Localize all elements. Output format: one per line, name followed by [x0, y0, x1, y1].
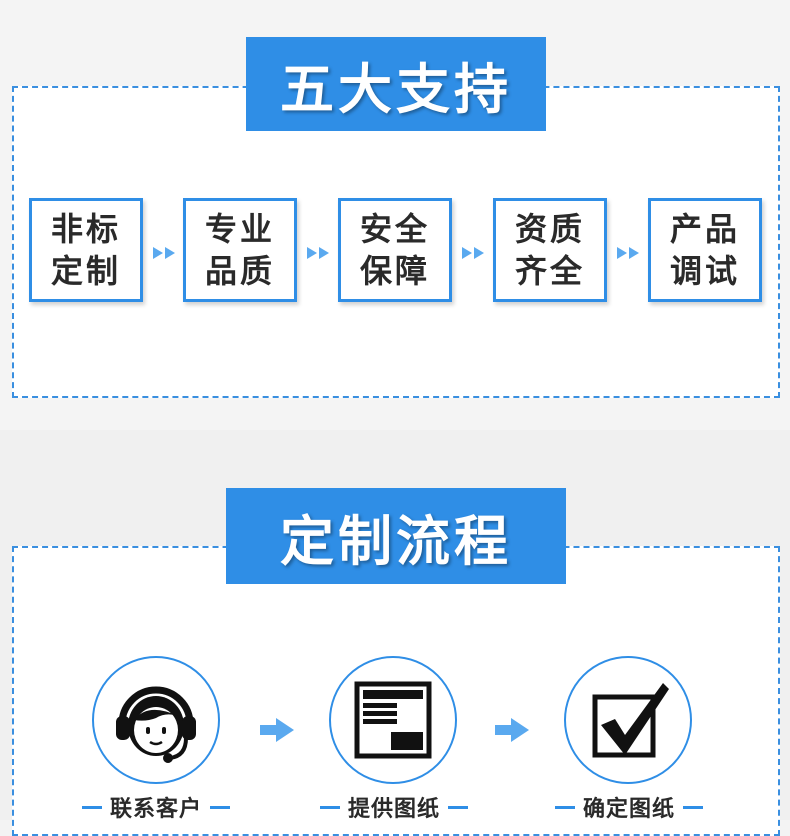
five-supports-section: 五大支持 非标 定制 专业 品质 安全 保障 资质 齐全 产品 调试: [12, 37, 780, 398]
double-arrow-icon: [307, 247, 329, 259]
step-circle-confirm-drawing: [564, 656, 692, 784]
label-dash: [683, 805, 703, 809]
step-circle-provide-drawing: [329, 656, 457, 784]
step-label-text: 提供图纸: [347, 797, 440, 822]
label-dash: [448, 805, 468, 809]
support-item-quality: 专业 品质: [183, 198, 297, 302]
label-dash: [81, 805, 102, 809]
step-circle-contact: [92, 656, 220, 784]
section-title: 定制流程: [280, 509, 512, 573]
support-item-line2: 调试: [669, 252, 740, 290]
support-item-line2: 定制: [50, 252, 121, 290]
label-dash: [319, 805, 340, 809]
label-dash: [210, 805, 230, 809]
checkmark-box-icon: [592, 683, 669, 758]
support-item-line2: 齐全: [514, 252, 585, 290]
support-item-line1: 安全: [359, 210, 430, 248]
section-title-banner: 五大支持: [246, 37, 546, 131]
support-item-line2: 保障: [359, 252, 430, 290]
step-label-confirm-drawing: 确定图纸: [539, 792, 719, 822]
drawing-document-icon: [354, 681, 432, 759]
double-arrow-icon: [462, 247, 484, 259]
right-arrow-icon: [495, 718, 529, 742]
right-arrow-icon: [260, 718, 294, 742]
support-item-line1: 专业: [204, 210, 275, 248]
section-title-banner: 定制流程: [226, 488, 566, 584]
step-label-contact: 联系客户: [66, 792, 246, 822]
section-title: 五大支持: [280, 57, 512, 121]
double-arrow-icon: [153, 247, 175, 259]
headset-support-icon: [116, 686, 196, 763]
step-label-provide-drawing: 提供图纸: [304, 792, 484, 822]
support-item-line1: 非标: [50, 210, 121, 248]
support-item-line1: 资质: [514, 210, 585, 248]
support-item-line1: 产品: [669, 210, 740, 248]
step-label-text: 确定图纸: [582, 797, 675, 822]
support-item-safety: 安全 保障: [338, 198, 452, 302]
support-item-debugging: 产品 调试: [648, 198, 762, 302]
label-dash: [554, 805, 575, 809]
double-arrow-icon: [617, 247, 639, 259]
support-item-custom: 非标 定制: [29, 198, 143, 302]
support-item-qualification: 资质 齐全: [493, 198, 607, 302]
step-label-text: 联系客户: [109, 797, 202, 822]
support-item-line2: 品质: [204, 252, 275, 290]
